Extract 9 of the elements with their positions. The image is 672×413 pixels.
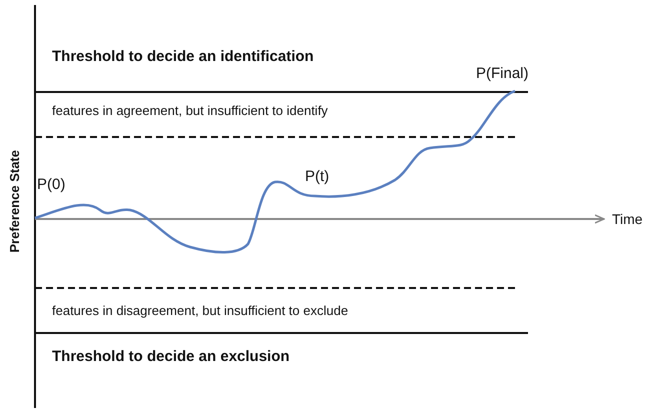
axis-label: Time	[612, 211, 643, 228]
axis-label: Preference State	[8, 150, 23, 253]
point-label: P(0)	[37, 176, 66, 194]
threshold-label: Threshold to decide an identification	[52, 48, 314, 66]
zone-label: features in agreement, but insufficient to identify	[52, 104, 328, 119]
point-label: P(t)	[305, 168, 330, 186]
point-label: P(Final)	[476, 65, 529, 82]
zone-label: features in disagreement, but insufficient to exclude	[52, 304, 348, 319]
threshold-label: Threshold to decide an exclusion	[52, 348, 290, 366]
